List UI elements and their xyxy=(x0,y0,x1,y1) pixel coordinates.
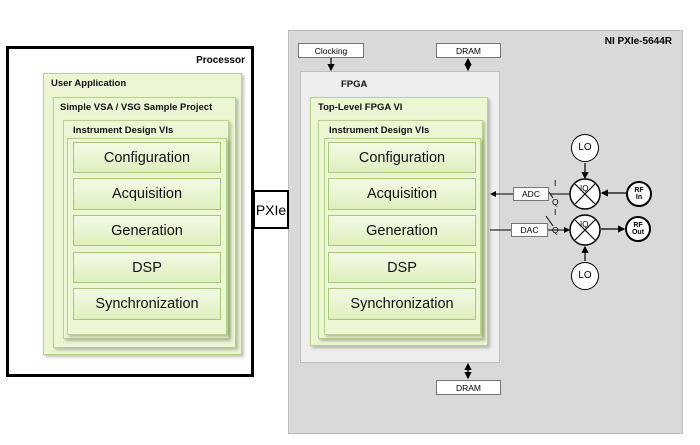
instrument-design-label-right: Instrument Design VIs xyxy=(329,125,430,136)
lo-top-label: LO xyxy=(578,141,592,153)
dac-i-label: I xyxy=(554,207,557,217)
instrument-title: NI PXIe-5644R xyxy=(604,36,672,47)
top-level-vi-label: Top-Level FPGA VI xyxy=(318,102,403,113)
rf-out-label-1: RF xyxy=(633,221,643,229)
mixer-in-label: IQ xyxy=(580,184,589,193)
dac-box: DAC xyxy=(511,223,548,237)
acquisition-block-left: Acquisition xyxy=(73,178,221,210)
generation-block-right: Generation xyxy=(328,215,476,246)
dram-bottom-box: DRAM xyxy=(436,380,501,395)
instrument-design-label-left: Instrument Design VIs xyxy=(73,125,174,136)
rf-in-label-2: In xyxy=(635,194,643,201)
configuration-block-left: Configuration xyxy=(73,142,221,173)
generation-block-left: Generation xyxy=(73,215,221,246)
rf-in-port: RF In xyxy=(626,181,652,207)
sample-project-label: Simple VSA / VSG Sample Project xyxy=(60,102,213,113)
processor-title: Processor xyxy=(196,55,245,66)
synchronization-block-left: Synchronization xyxy=(73,288,221,320)
fpga-label: FPGA xyxy=(341,79,368,90)
adc-box: ADC xyxy=(513,187,549,201)
lo-bottom-circle: LO xyxy=(571,262,599,290)
rf-in-label-1: RF xyxy=(634,186,644,194)
synchronization-block-right: Synchronization xyxy=(328,288,476,320)
clocking-box: Clocking xyxy=(298,43,364,58)
dram-top-box: DRAM xyxy=(436,43,501,58)
adc-q-label: Q xyxy=(552,197,559,207)
lo-top-circle: LO xyxy=(571,134,599,162)
rf-out-port: RF Out xyxy=(625,216,651,242)
acquisition-block-right: Acquisition xyxy=(328,178,476,210)
dac-q-label: Q xyxy=(552,225,559,235)
pxie-bus: PXIe xyxy=(253,190,289,229)
adc-i-label: I xyxy=(554,178,557,188)
configuration-block-right: Configuration xyxy=(328,142,476,173)
mixer-out-label: IQ xyxy=(580,220,589,229)
dsp-block-right: DSP xyxy=(328,252,476,283)
dsp-block-left: DSP xyxy=(73,252,221,283)
rf-out-label-2: Out xyxy=(631,229,645,236)
user-application-label: User Application xyxy=(51,78,127,89)
lo-bottom-label: LO xyxy=(578,269,592,281)
